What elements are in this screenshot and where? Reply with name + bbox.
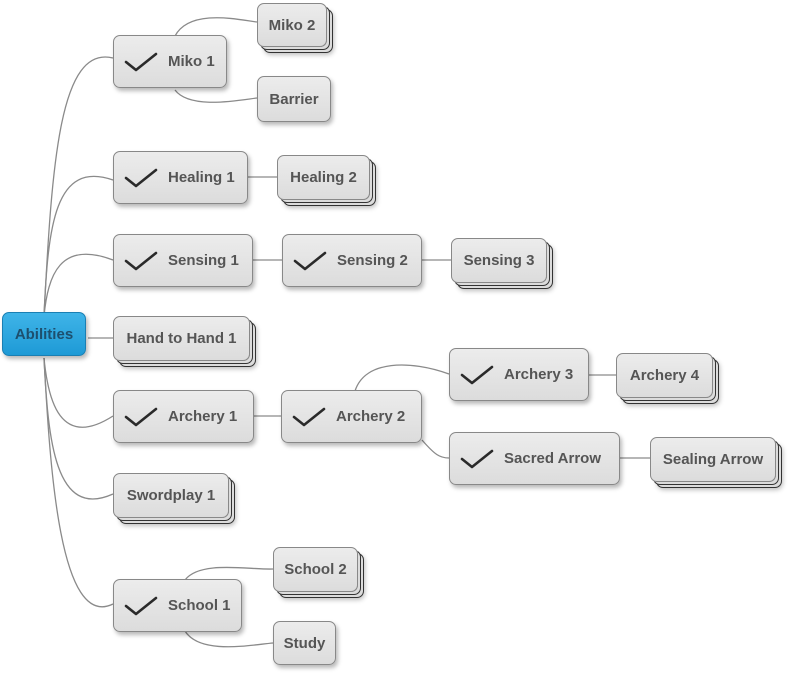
connector-root-miko1 [43, 56, 114, 317]
node-label: Swordplay 1 [126, 487, 216, 504]
node-school-1[interactable]: School 1 [113, 579, 242, 632]
node-healing-1[interactable]: Healing 1 [113, 151, 248, 204]
node-barrier[interactable]: Barrier [257, 76, 331, 122]
node-label: Sensing 1 [168, 252, 239, 269]
node-sacred-arrow[interactable]: Sacred Arrow [449, 432, 620, 485]
checkmark-icon [293, 251, 327, 270]
node-miko-2[interactable]: Miko 2 [257, 3, 327, 47]
node-label: Archery 4 [629, 367, 700, 384]
node-abilities[interactable]: Abilities [2, 312, 86, 356]
connector-root-healing1 [43, 175, 114, 317]
connector-root-swordplay1 [43, 357, 114, 500]
node-label: Miko 1 [168, 53, 215, 70]
node-miko-1[interactable]: Miko 1 [113, 35, 227, 88]
node-label: Miko 2 [268, 16, 316, 34]
node-label: Healing 2 [290, 169, 357, 186]
connector-miko1-miko2 [174, 17, 258, 37]
connector-root-school1 [43, 357, 114, 608]
connector-school1-study [184, 630, 274, 648]
node-label: Sensing 3 [463, 252, 535, 269]
checkmark-icon [124, 251, 158, 270]
connector-school1-school2 [184, 566, 274, 581]
checkmark-icon [124, 407, 158, 426]
checkmark-icon [292, 407, 326, 426]
node-label: Archery 2 [336, 408, 406, 425]
node-label: Sacred Arrow [504, 450, 601, 467]
node-archery-1[interactable]: Archery 1 [113, 390, 254, 443]
connector-miko1-barrier [174, 89, 258, 103]
connector-root-sensing1 [43, 253, 114, 317]
connector-root-archery1 [43, 357, 114, 428]
node-sealing-arrow[interactable]: Sealing Arrow [650, 437, 776, 482]
node-archery-3[interactable]: Archery 3 [449, 348, 589, 401]
node-label: Healing 1 [168, 169, 235, 186]
connector-archery2-archery3 [354, 364, 450, 392]
node-label: Barrier [269, 90, 319, 108]
node-label: Archery 3 [504, 366, 574, 383]
connector-archery2-sacredarrow [421, 439, 450, 459]
node-hand-to-hand-1[interactable]: Hand to Hand 1 [113, 316, 250, 361]
checkmark-icon [124, 168, 158, 187]
checkmark-icon [460, 449, 494, 468]
checkmark-icon [124, 52, 158, 71]
node-label: Abilities [14, 325, 74, 343]
node-label: Sensing 2 [337, 252, 408, 269]
node-label: School 1 [168, 597, 231, 614]
node-swordplay-1[interactable]: Swordplay 1 [113, 473, 229, 518]
node-study[interactable]: Study [273, 621, 336, 665]
node-label: School 2 [284, 561, 347, 578]
node-sensing-2[interactable]: Sensing 2 [282, 234, 422, 287]
node-sensing-3[interactable]: Sensing 3 [451, 238, 547, 283]
checkmark-icon [124, 596, 158, 615]
node-sensing-1[interactable]: Sensing 1 [113, 234, 253, 287]
node-label: Sealing Arrow [662, 451, 764, 468]
checkmark-icon [460, 365, 494, 384]
node-label: Archery 1 [168, 408, 238, 425]
node-label: Hand to Hand 1 [126, 330, 237, 347]
node-school-2[interactable]: School 2 [273, 547, 358, 592]
node-archery-2[interactable]: Archery 2 [281, 390, 422, 443]
node-healing-2[interactable]: Healing 2 [277, 155, 370, 200]
node-archery-4[interactable]: Archery 4 [616, 353, 713, 398]
node-label: Study [283, 634, 326, 652]
